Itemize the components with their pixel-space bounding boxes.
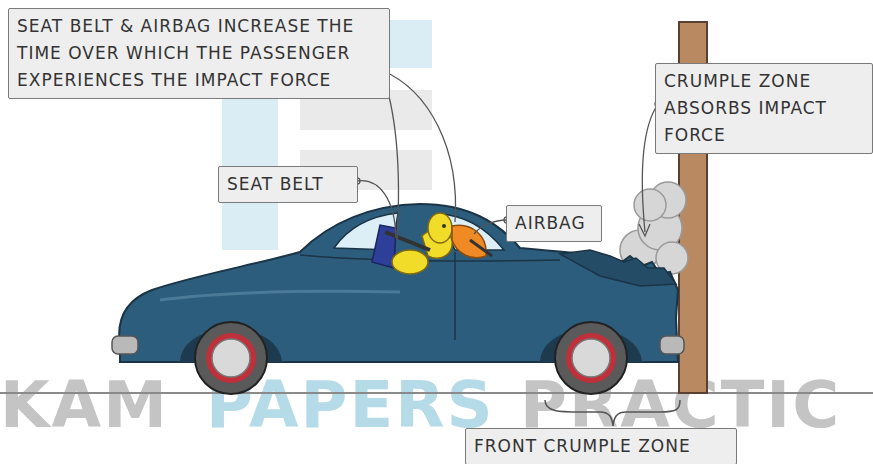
- ground-line: [0, 392, 873, 394]
- callout-text: SEAT BELT: [227, 171, 349, 198]
- callout-text: AIRBAG: [515, 210, 593, 237]
- callout-text: FRONT CRUMPLE ZONE: [474, 433, 728, 460]
- callout-text: CRUMPLE ZONE ABSORBS IMPACT FORCE: [664, 68, 864, 149]
- callout-box: SEAT BELT: [218, 166, 358, 203]
- callout-box: FRONT CRUMPLE ZONE: [465, 428, 737, 464]
- callout-box: SEAT BELT & AIRBAG INCREASE THE TIME OVE…: [8, 8, 390, 99]
- bracket: [545, 400, 680, 426]
- callout-box: CRUMPLE ZONE ABSORBS IMPACT FORCE: [655, 63, 873, 154]
- wheels: [195, 322, 627, 394]
- callout-box: AIRBAG: [506, 205, 602, 242]
- passenger: [372, 213, 492, 274]
- callout-text: SEAT BELT & AIRBAG INCREASE THE TIME OVE…: [17, 13, 381, 94]
- watermark-text: KAM: [0, 370, 169, 440]
